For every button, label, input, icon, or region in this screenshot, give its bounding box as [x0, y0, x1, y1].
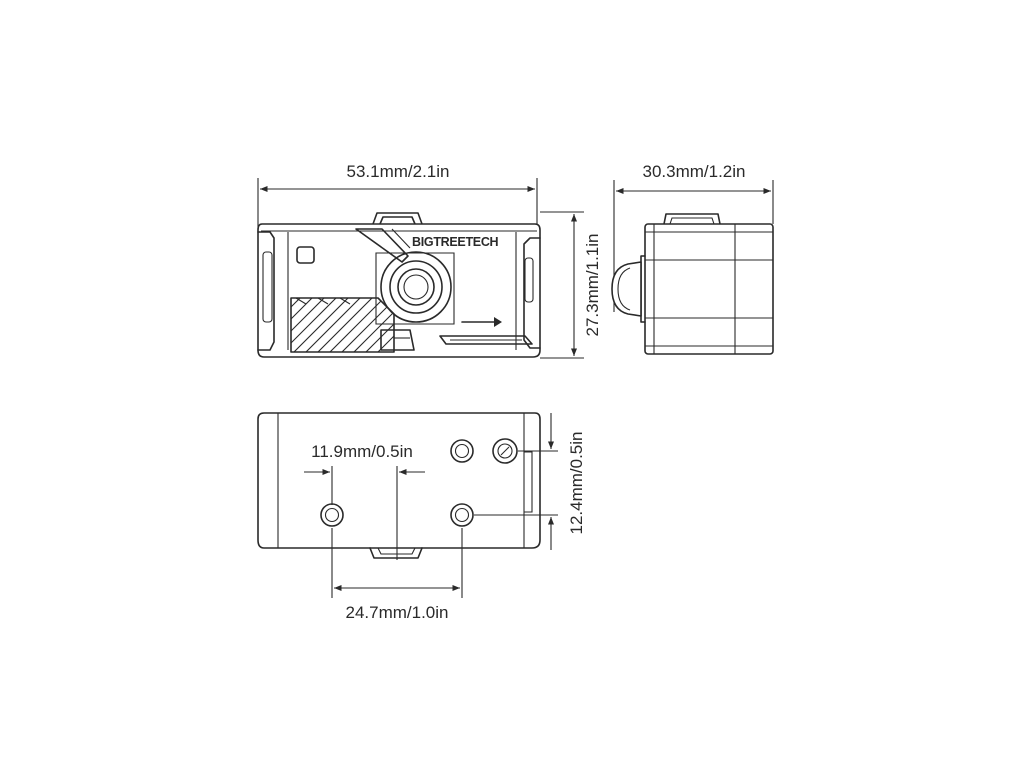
direction-arrow-icon [461, 317, 502, 327]
side-lens [611, 261, 642, 317]
bottom-view: 11.9mm/0.5in 24.7mm/1.0in 12.4mm/0.5in [257, 412, 586, 622]
hole-spacing-small-dimension: 11.9mm/0.5in [304, 442, 425, 560]
front-height-dimension: 27.3mm/1.1in [540, 211, 602, 359]
mounting-holes [320, 438, 518, 527]
status-led-outline [296, 246, 315, 264]
front-body: BIGTREETECH [257, 212, 541, 358]
hole-spacing-large-label: 24.7mm/1.0in [346, 603, 449, 622]
logo-text: BIGTREETECH [412, 235, 499, 249]
bottom-slot [439, 335, 533, 345]
hole-spacing-large-dimension: 24.7mm/1.0in [331, 528, 463, 622]
front-height-label: 27.3mm/1.1in [583, 234, 602, 337]
front-width-dimension: 53.1mm/2.1in [257, 162, 538, 232]
mounting-hole [450, 439, 474, 463]
side-depth-dimension: 30.3mm/1.2in [613, 162, 774, 312]
bottom-body [257, 412, 541, 549]
vent-hatch [290, 297, 395, 353]
side-depth-label: 30.3mm/1.2in [643, 162, 746, 181]
hole-spacing-vertical-dimension: 12.4mm/0.5in [474, 413, 586, 550]
mounting-hole [492, 438, 518, 464]
front-view: 53.1mm/2.1in 27.3mm/1.1in [257, 162, 602, 359]
side-body [644, 223, 774, 355]
mounting-hole [450, 503, 474, 527]
camera-lens [375, 251, 455, 325]
hole-spacing-vertical-label: 12.4mm/0.5in [567, 432, 586, 535]
hole-spacing-small-label: 11.9mm/0.5in [311, 442, 413, 461]
side-view: 30.3mm/1.2in [611, 162, 774, 355]
front-width-label: 53.1mm/2.1in [347, 162, 450, 181]
logo-chevron-icon [355, 228, 409, 263]
